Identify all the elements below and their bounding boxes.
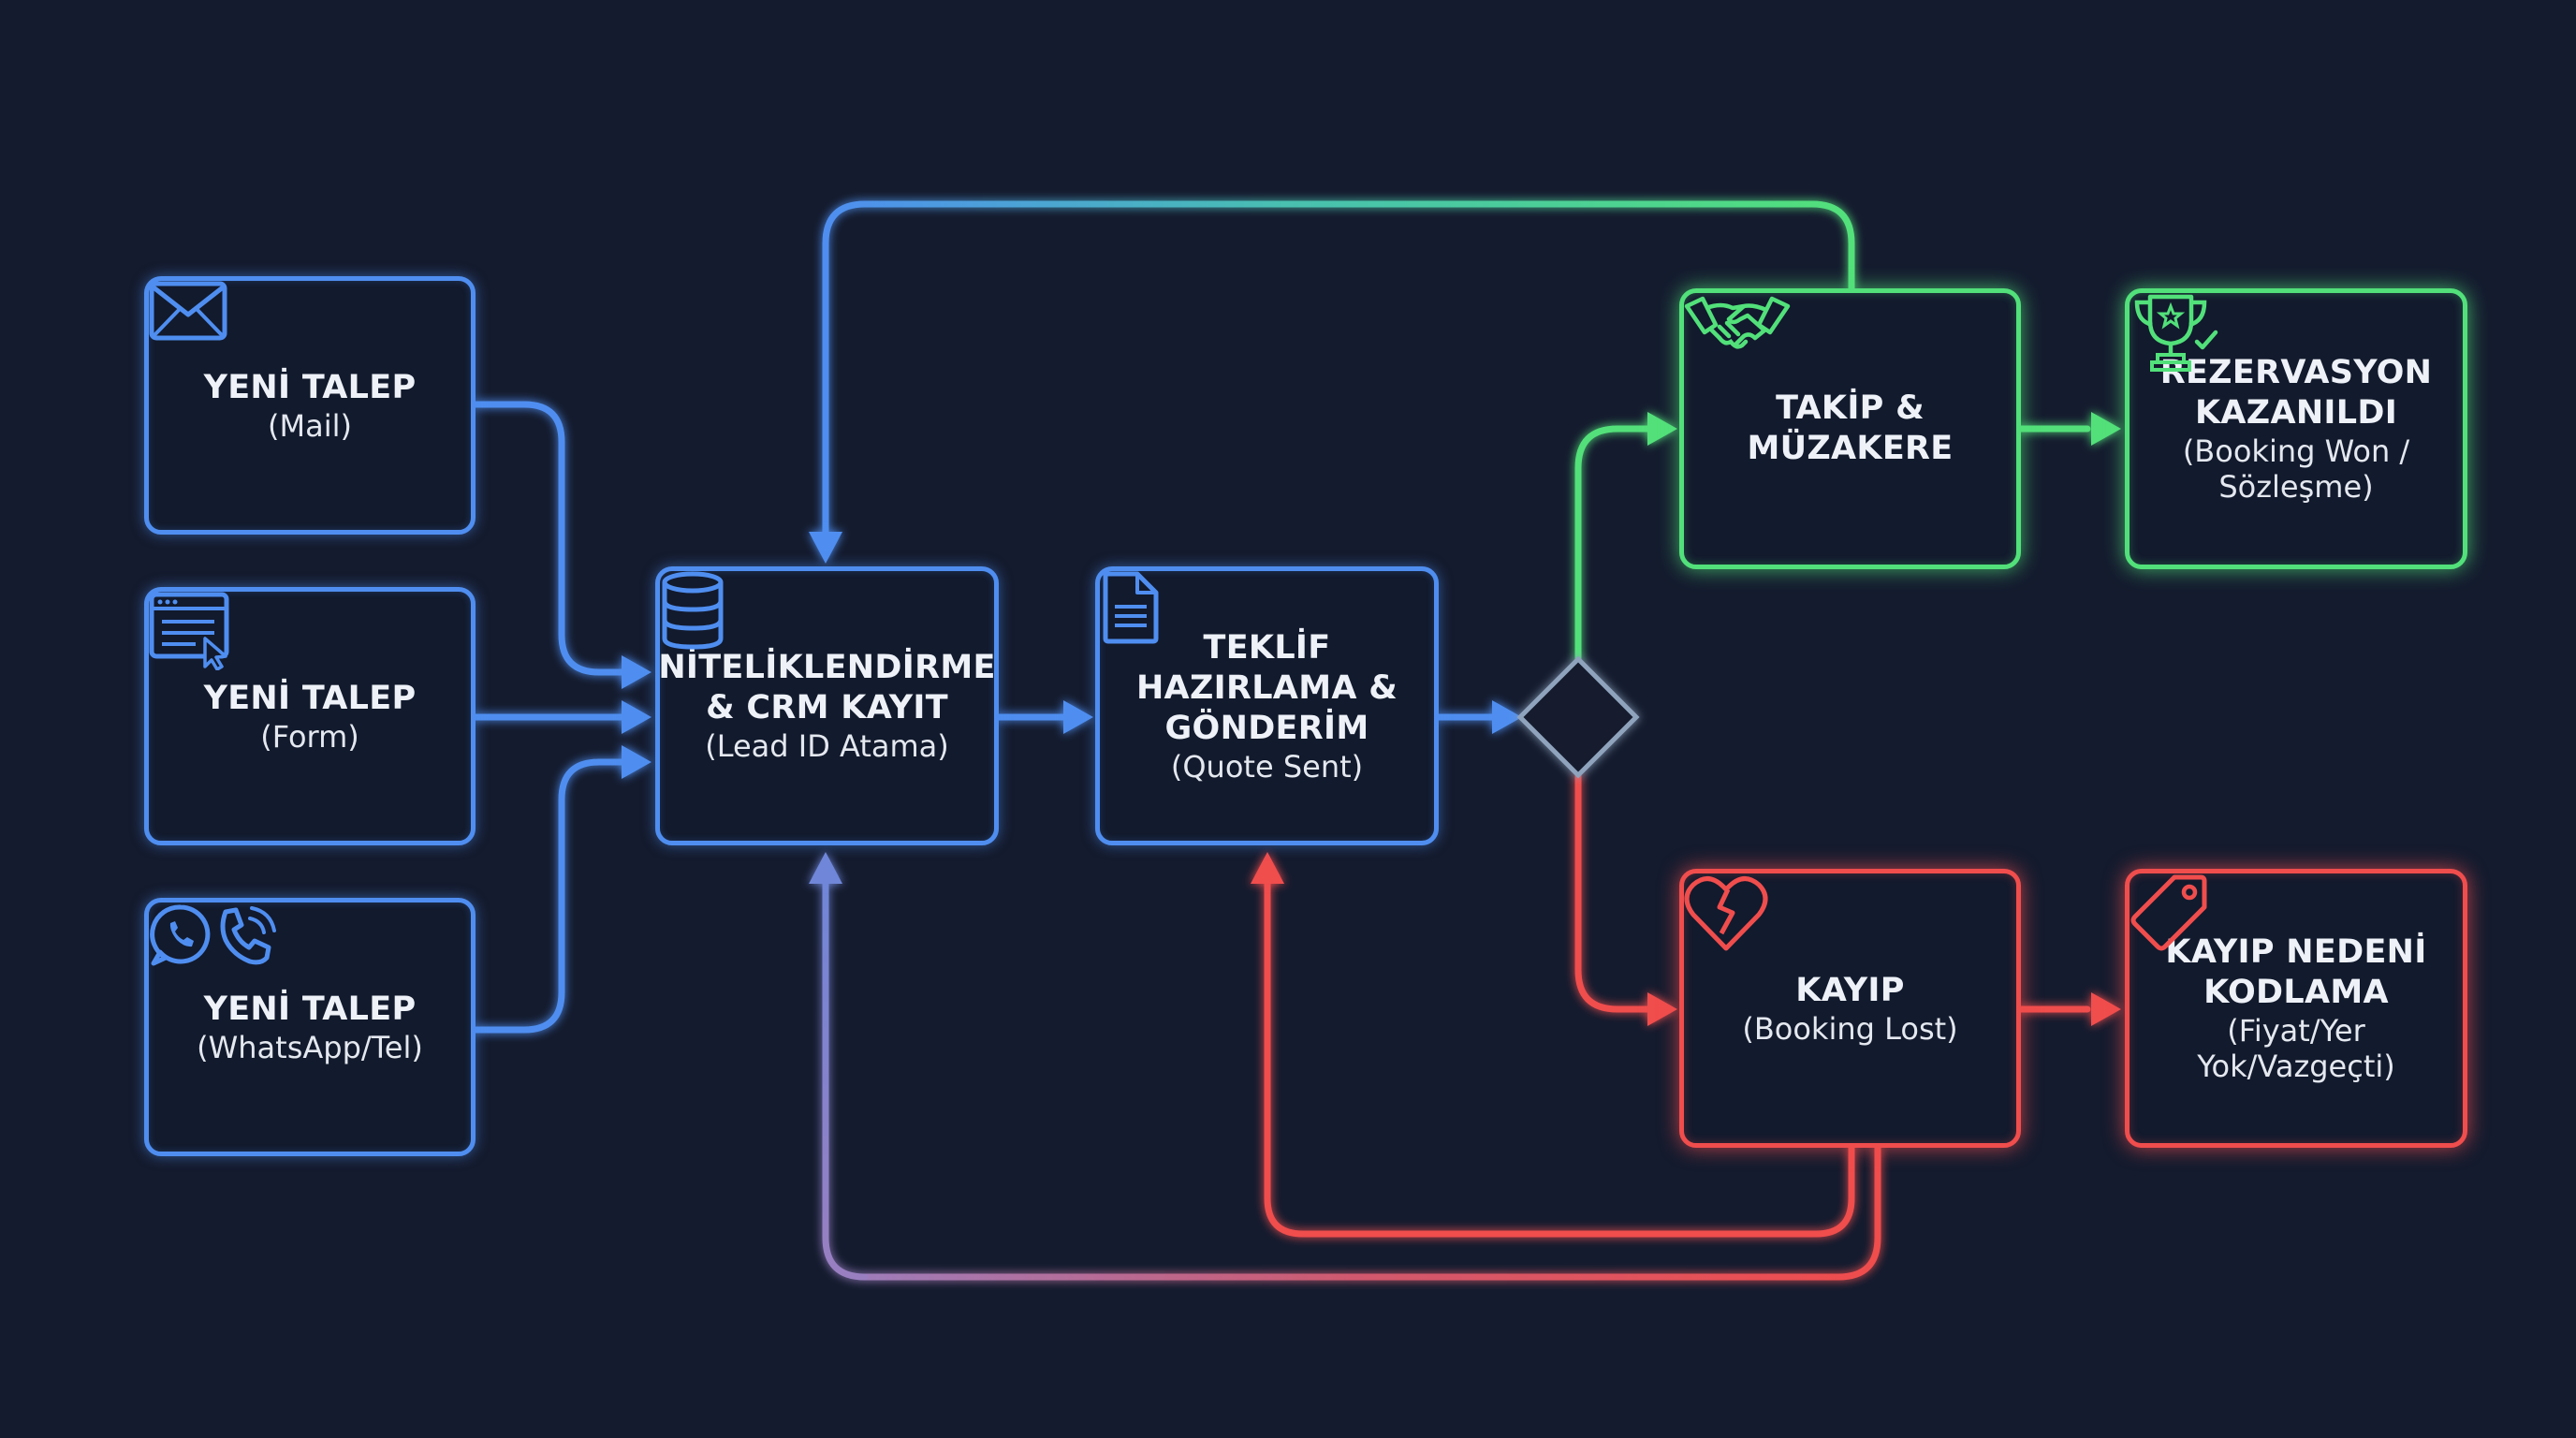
node-qualification-crm[interactable]: NİTELİKLENDİRME & CRM KAYIT (Lead ID Ata…: [655, 566, 999, 845]
node-title: NİTELİKLENDİRME & CRM KAYIT: [658, 649, 996, 726]
node-title: YENİ TALEP: [203, 990, 417, 1028]
connector-follow-up-back-to-qualification: [822, 200, 1855, 539]
document-icon: [1103, 571, 1159, 644]
node-quote[interactable]: TEKLİF HAZIRLAMA & GÖNDERİM (Quote Sent): [1095, 566, 1439, 845]
node-subtitle: (Booking Lost): [1742, 1010, 1958, 1047]
connector-lost-back-to-qualification-lower: [861, 1144, 1881, 1281]
arrowhead-to-won: [2091, 412, 2121, 446]
arrowhead-quote-to-decision: [1492, 700, 1522, 734]
connector-mail-to-qualification: [472, 401, 629, 676]
decision-diamond: [1516, 655, 1640, 779]
node-subtitle: (Quote Sent): [1170, 748, 1364, 785]
node-subtitle: (Fiyat/Yer Yok/Vazgeçti): [2197, 1013, 2395, 1084]
connector-decision-to-lost: [1574, 771, 1653, 1013]
arrowhead-into-quote-from-lost: [1251, 852, 1284, 884]
database-icon: [662, 571, 724, 650]
node-new-request-whatsapp[interactable]: YENİ TALEP (WhatsApp/Tel): [144, 898, 476, 1156]
node-new-request-mail[interactable]: YENİ TALEP (Mail): [144, 276, 476, 535]
trophy-icon: [2134, 294, 2218, 372]
arrowhead-mail: [622, 655, 651, 689]
arrowhead-to-lost: [1647, 992, 1677, 1026]
arrowhead-bottom-into-qualification: [809, 852, 842, 884]
node-booking-won[interactable]: REZERVASYON KAZANILDI (Booking Won / Söz…: [2125, 288, 2467, 569]
arrowhead-to-loss-reason: [2091, 992, 2121, 1026]
node-title: YENİ TALEP: [203, 679, 417, 717]
handshake-icon: [1684, 296, 1791, 349]
broken-heart-icon: [1684, 876, 1768, 951]
arrowhead-qualification-to-quote: [1063, 700, 1093, 734]
node-title: TAKİP & MÜZAKERE: [1747, 389, 1954, 467]
node-follow-up[interactable]: TAKİP & MÜZAKERE: [1679, 288, 2021, 569]
node-title: TEKLİF HAZIRLAMA & GÖNDERİM: [1135, 628, 1398, 747]
tag-icon: [2130, 874, 2207, 951]
envelope-icon: [149, 281, 227, 341]
connector-whatsapp-to-qualification: [472, 758, 629, 1034]
node-new-request-form[interactable]: YENİ TALEP (Form): [144, 587, 476, 845]
node-subtitle: (Booking Won / Sözleşme): [2182, 433, 2410, 505]
connector-lost-back-to-quote: [1264, 872, 1855, 1238]
node-booking-lost[interactable]: KAYIP (Booking Lost): [1679, 869, 2021, 1148]
arrowhead-whatsapp: [622, 745, 651, 779]
node-title: KAYIP NEDENİ KODLAMA: [2165, 933, 2427, 1011]
arrowhead-to-follow-up: [1647, 412, 1677, 446]
node-subtitle: (WhatsApp/Tel): [197, 1029, 423, 1065]
node-title: YENİ TALEP: [203, 368, 417, 406]
node-title: REZERVASYON KAZANILDI: [2159, 354, 2433, 432]
node-title: KAYIP: [1795, 971, 1905, 1009]
node-loss-reason[interactable]: KAYIP NEDENİ KODLAMA (Fiyat/Yer Yok/Vazg…: [2125, 869, 2467, 1148]
arrowhead-form: [622, 700, 651, 734]
node-subtitle: (Form): [260, 718, 359, 755]
node-subtitle: (Mail): [268, 407, 352, 444]
connector-lost-back-to-qualification-rise: [822, 872, 869, 1281]
node-subtitle: (Lead ID Atama): [705, 728, 949, 764]
whatsapp-phone-icon: [150, 904, 276, 966]
web-form-icon: [149, 592, 229, 670]
connector-decision-to-follow-up: [1574, 425, 1653, 663]
arrowhead-top-into-qualification: [809, 532, 842, 564]
